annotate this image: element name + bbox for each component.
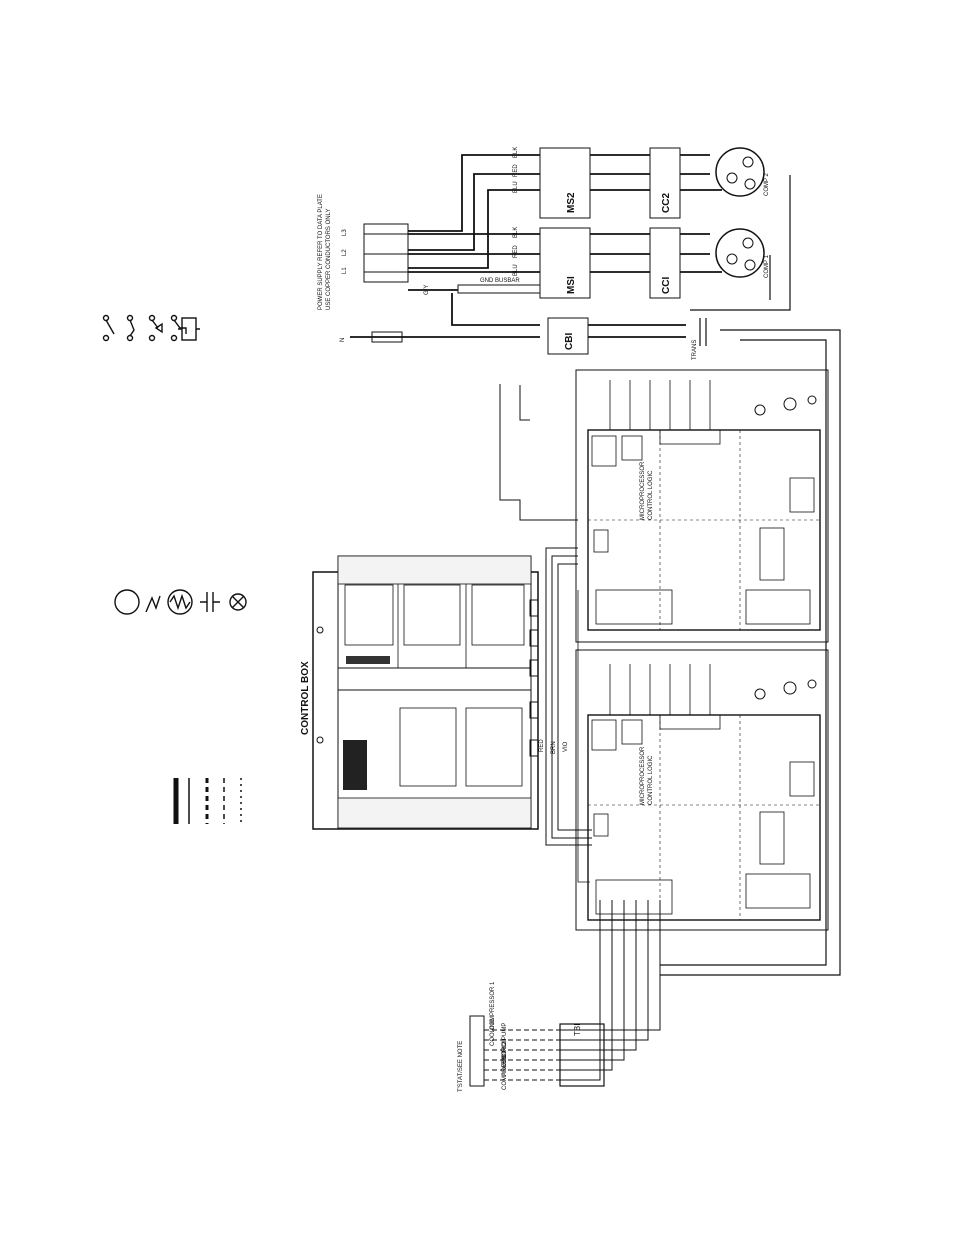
- cc1-contactor: CCI: [649, 227, 681, 299]
- power-supply-note-2: USE COPPER CONDUCTORS ONLY: [326, 209, 332, 310]
- wire-label-blu-2: BLU: [513, 264, 519, 276]
- tb1-item-circ-pump: CIRC. PUMP: [502, 1023, 508, 1058]
- ms1-starter: MSI: [539, 227, 591, 299]
- line-label-l2: L2: [342, 249, 348, 256]
- trans-label: TRANS: [692, 340, 698, 360]
- wire-label-red-1: RED: [513, 164, 519, 177]
- tb1-wiring: [469, 900, 661, 1087]
- tb1-label: TBI: [573, 1024, 582, 1036]
- compressor-1: COMP 1: [715, 228, 770, 278]
- line-label-l1: L1: [342, 267, 348, 274]
- control-box: CONTROL BOX: [300, 555, 539, 830]
- wire-label-gy: G/Y: [424, 285, 430, 295]
- control-wiring: [499, 384, 592, 883]
- cc1-label: CCI: [661, 277, 672, 294]
- thermistor-icon: [167, 589, 193, 615]
- cc2-label: CC2: [661, 193, 672, 213]
- power-supply-note-1: POWER SUPPLY REFER TO DATA PLATE: [318, 194, 324, 310]
- upper-board-title-2: CONTROL LOGIC: [648, 470, 654, 520]
- tb1-item-comp1: COMPRESSOR 1: [490, 981, 496, 1030]
- upper-board-title-1: MICROPROCESSOR: [640, 461, 646, 520]
- switch-open-icon: [102, 314, 115, 342]
- ms2-label: MS2: [566, 192, 577, 213]
- motor-icon: [114, 589, 140, 615]
- neutral-label: N: [340, 338, 346, 342]
- control-box-title: CONTROL BOX: [300, 661, 311, 735]
- relay-coil-icon: [178, 317, 200, 341]
- wire-label-red-2: RED: [513, 245, 519, 258]
- cb1-breaker: CBI: [547, 317, 589, 355]
- capacitor-icon: [200, 592, 220, 612]
- tstat-label: T'STAT/SEE NOTE: [458, 1041, 464, 1092]
- comp1-label: COMP 1: [764, 254, 770, 278]
- cc2-contactor: CC2: [649, 147, 681, 219]
- wire-label-red-ctrl: RED: [539, 739, 545, 752]
- lamp-icon: [229, 593, 247, 611]
- tb1-item-control: CONTROL: [502, 1038, 508, 1068]
- thermal-overload-icon: [145, 595, 161, 613]
- lower-board-title-2: CONTROL LOGIC: [648, 755, 654, 805]
- power-section: [350, 154, 841, 976]
- legend-component-symbols: [114, 589, 247, 615]
- upper-board: MICROPROCESSOR CONTROL LOGIC: [575, 369, 829, 643]
- pressure-switch-icon: [148, 314, 163, 342]
- ms1-label: MSI: [566, 276, 577, 294]
- wire-label-blu-1: BLU: [513, 181, 519, 193]
- cb1-label: CBI: [564, 333, 575, 350]
- wire-label-brn-ctrl: BRN: [551, 741, 557, 754]
- ground-busbar-label: GND BUSBAR: [480, 278, 520, 284]
- wire-label-vio-ctrl: VIO: [563, 741, 569, 752]
- lower-board: MICROPROCESSOR CONTROL LOGIC: [575, 649, 829, 931]
- legend-line-types: [173, 778, 242, 824]
- ms2-starter: MS2: [539, 147, 591, 219]
- wire-label-blk-1: BLK: [513, 147, 519, 158]
- comp2-label: COMP 2: [764, 172, 770, 196]
- compressor-2: COMP 2: [715, 147, 770, 197]
- lower-board-title-1: MICROPROCESSOR: [640, 746, 646, 805]
- tb1-item-cooling: COOLING: [490, 1018, 496, 1046]
- tb1-item-alarm: ALARM: [502, 1055, 508, 1076]
- switch-closed-icon: [126, 314, 135, 342]
- line-label-l3: L3: [342, 229, 348, 236]
- tb1-item-comp2: COMPRESSOR 2: [502, 1041, 508, 1090]
- legend-switch-symbols: [102, 314, 200, 342]
- wire-label-blk-2: BLK: [513, 227, 519, 238]
- contact-icon: [170, 314, 187, 342]
